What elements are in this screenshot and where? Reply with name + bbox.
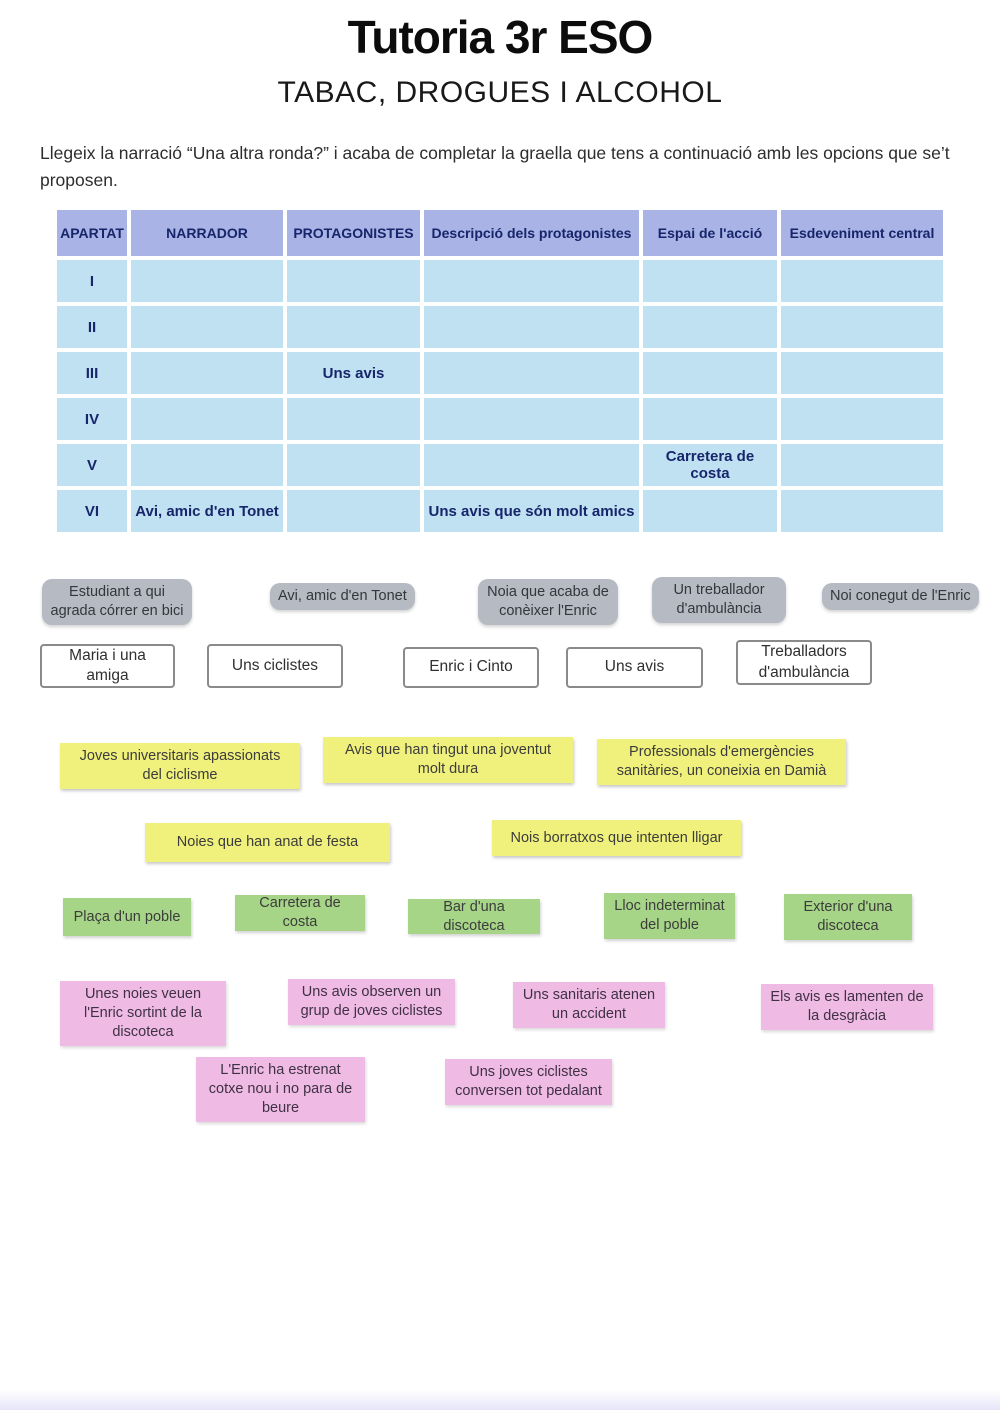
column-header-esdeveniment: Esdeveniment central (781, 210, 943, 256)
event-option-chip[interactable]: Uns joves ciclistes conversen tot pedala… (445, 1059, 612, 1105)
cell-dropzone-II-espai[interactable] (643, 306, 777, 348)
cell-dropzone-IV-descripcio[interactable] (424, 398, 639, 440)
cell-dropzone-I-protagonistes[interactable] (287, 260, 420, 302)
cell-dropzone-I-descripcio[interactable] (424, 260, 639, 302)
event-option-chip[interactable]: Uns sanitaris atenen un accident (513, 982, 665, 1028)
narrator-option-chip[interactable]: Noi conegut de l'Enric (822, 583, 979, 610)
description-option-chip[interactable]: Avis que han tingut una joventut molt du… (323, 737, 573, 783)
narrator-option-chip[interactable]: Un treballador d'ambulància (652, 577, 786, 623)
protagonist-option-box[interactable]: Uns ciclistes (207, 644, 343, 688)
row-label-IV: IV (57, 398, 127, 440)
instructions-text: Llegeix la narració “Una altra ronda?” i… (40, 143, 950, 191)
cell-dropzone-III-protagonistes[interactable]: Uns avis (287, 352, 420, 394)
narrator-option-chip[interactable]: Noia que acaba de conèixer l'Enric (478, 579, 618, 625)
event-option-chip[interactable]: Uns avis observen un grup de joves cicli… (288, 979, 455, 1025)
description-option-chip[interactable]: Noies que han anat de festa (145, 823, 390, 862)
description-option-chip[interactable]: Nois borratxos que intenten lligar (492, 820, 741, 856)
cell-dropzone-V-esdeveniment[interactable] (781, 444, 943, 486)
event-option-chip[interactable]: Unes noies veuen l'Enric sortint de la d… (60, 981, 226, 1046)
description-option-chip[interactable]: Joves universitaris apassionats del cicl… (60, 743, 300, 789)
cell-dropzone-VI-descripcio[interactable]: Uns avis que són molt amics (424, 490, 639, 532)
page-subtitle: TABAC, DROGUES I ALCOHOL (277, 76, 723, 109)
row-label-I: I (57, 260, 127, 302)
cell-dropzone-III-esdeveniment[interactable] (781, 352, 943, 394)
row-label-III: III (57, 352, 127, 394)
cell-dropzone-III-descripcio[interactable] (424, 352, 639, 394)
space-option-chip[interactable]: Exterior d'una discoteca (784, 894, 912, 940)
cell-dropzone-IV-protagonistes[interactable] (287, 398, 420, 440)
cell-dropzone-IV-esdeveniment[interactable] (781, 398, 943, 440)
cell-dropzone-II-narrador[interactable] (131, 306, 283, 348)
cell-dropzone-III-espai[interactable] (643, 352, 777, 394)
row-label-V: V (57, 444, 127, 486)
page-title: Tutoria 3r ESO (347, 11, 654, 63)
cell-dropzone-II-descripcio[interactable] (424, 306, 639, 348)
protagonist-option-box[interactable]: Uns avis (566, 647, 703, 688)
cell-dropzone-II-protagonistes[interactable] (287, 306, 420, 348)
cell-dropzone-II-esdeveniment[interactable] (781, 306, 943, 348)
column-header-narrador: NARRADOR (131, 210, 283, 256)
space-option-chip[interactable]: Carretera de costa (235, 895, 365, 931)
protagonist-option-box[interactable]: Enric i Cinto (403, 647, 539, 688)
space-option-chip[interactable]: Plaça d'un poble (63, 898, 191, 936)
column-header-apartat: APARTAT (57, 210, 127, 256)
column-header-descripcio: Descripció dels protagonistes (424, 210, 639, 256)
narrator-option-chip[interactable]: Avi, amic d'en Tonet (270, 583, 415, 610)
cell-dropzone-V-protagonistes[interactable] (287, 444, 420, 486)
row-label-II: II (57, 306, 127, 348)
column-header-espai: Espai de l'acció (643, 210, 777, 256)
cell-dropzone-I-narrador[interactable] (131, 260, 283, 302)
space-option-chip[interactable]: Bar d'una discoteca (408, 899, 540, 934)
event-option-chip[interactable]: Els avis es lamenten de la desgràcia (761, 984, 933, 1030)
cell-dropzone-VI-esdeveniment[interactable] (781, 490, 943, 532)
cell-dropzone-IV-narrador[interactable] (131, 398, 283, 440)
event-option-chip[interactable]: L'Enric ha estrenat cotxe nou i no para … (196, 1057, 365, 1122)
protagonist-option-box[interactable]: Maria i una amiga (40, 644, 175, 688)
cell-dropzone-I-esdeveniment[interactable] (781, 260, 943, 302)
footer-gradient (0, 1390, 1000, 1410)
description-option-chip[interactable]: Professionals d'emergències sanitàries, … (597, 739, 846, 785)
cell-dropzone-III-narrador[interactable] (131, 352, 283, 394)
space-option-chip[interactable]: Lloc indeterminat del poble (604, 893, 735, 939)
cell-dropzone-V-espai[interactable]: Carretera de costa (643, 444, 777, 486)
cell-dropzone-I-espai[interactable] (643, 260, 777, 302)
cell-dropzone-VI-narrador[interactable]: Avi, amic d'en Tonet (131, 490, 283, 532)
narrator-option-chip[interactable]: Estudiant a qui agrada córrer en bici (42, 579, 192, 625)
cell-dropzone-V-descripcio[interactable] (424, 444, 639, 486)
cell-dropzone-VI-protagonistes[interactable] (287, 490, 420, 532)
row-label-VI: VI (57, 490, 127, 532)
cell-dropzone-IV-espai[interactable] (643, 398, 777, 440)
column-header-protagonistes: PROTAGONISTES (287, 210, 420, 256)
cell-dropzone-V-narrador[interactable] (131, 444, 283, 486)
protagonist-option-box[interactable]: Treballadors d'ambulància (736, 640, 872, 685)
cell-dropzone-VI-espai[interactable] (643, 490, 777, 532)
story-analysis-table: APARTAT NARRADOR PROTAGONISTES Descripci… (57, 210, 943, 532)
